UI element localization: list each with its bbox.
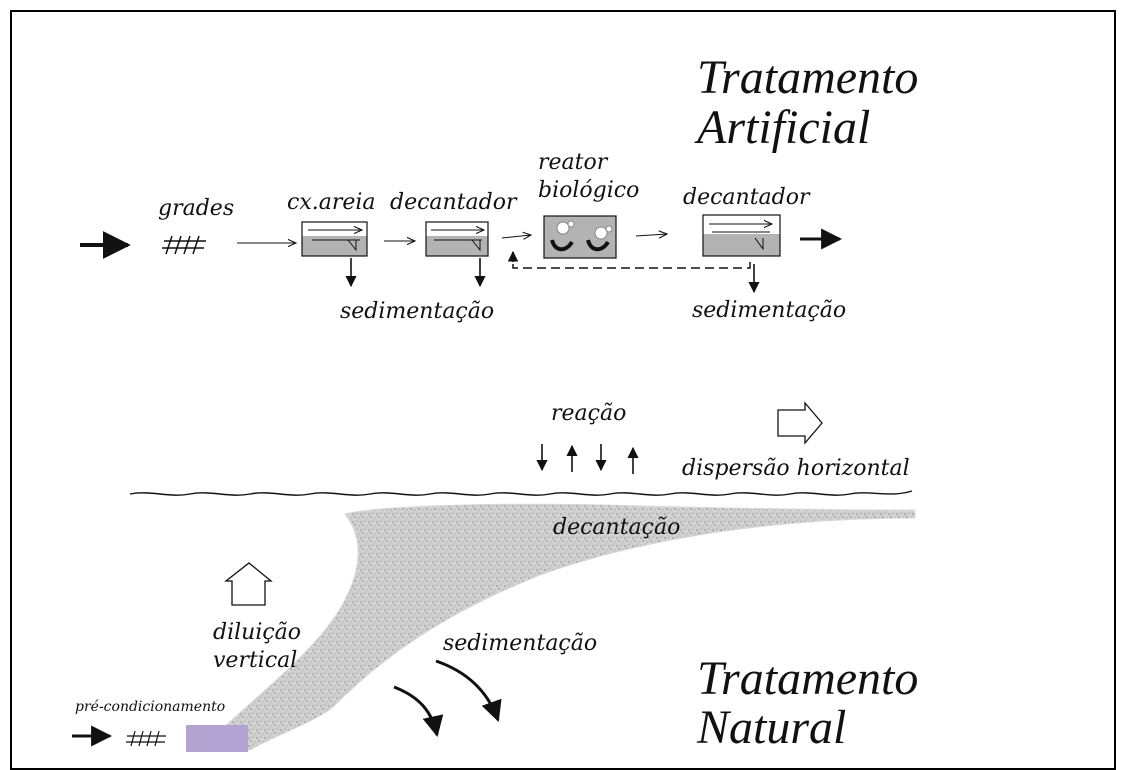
arrow-icon [393, 685, 444, 738]
decantador-label-2: decantador [683, 185, 810, 210]
artificial-title-line1: Tratamento [697, 51, 919, 104]
water-surface-line [129, 490, 913, 496]
arrow-icon [435, 659, 502, 722]
grade-screen-icon [126, 730, 166, 747]
primary-clarifier-tank [425, 221, 489, 257]
block-arrow-icon [224, 562, 273, 606]
outfall-pipe [186, 725, 248, 752]
sediment-plume [198, 503, 916, 751]
secondary-clarifier-tank [702, 214, 781, 257]
dispersao-label: dispersão horizontal [682, 456, 910, 481]
natural-title-line1: Tratamento [697, 652, 919, 705]
grit-chamber-tank [301, 221, 368, 257]
pre-condicionamento-label: pré-condicionamento [75, 699, 226, 715]
decantacao-label: decantação [553, 515, 681, 540]
reacao-label: reação [551, 401, 627, 426]
sludge-recycle-line [512, 252, 751, 269]
reator-label-line2: biológico [538, 178, 640, 203]
sedimentacao-label-3: sedimentação [443, 631, 598, 656]
grade-screen-icon [162, 235, 206, 255]
sedimentacao-label-2: sedimentação [692, 298, 847, 323]
block-arrow-icon [777, 401, 823, 445]
artificial-treatment-flow [80, 214, 843, 294]
arrow-icon [635, 234, 667, 236]
bubble-icon [594, 226, 608, 240]
decantador-label-1: decantador [390, 190, 517, 215]
reator-label-line1: reator [538, 150, 608, 175]
diagram-canvas [72, 214, 916, 752]
cx-areia-label: cx.areia [287, 190, 376, 215]
grades-label: grades [158, 196, 235, 221]
arrow-icon [501, 235, 531, 238]
diluicao-label-line2: vertical [213, 648, 298, 673]
bubble-icon [556, 221, 570, 235]
biological-reactor [543, 215, 617, 259]
diluicao-label-line1: diluição [213, 620, 302, 645]
natural-title-line2: Natural [697, 701, 847, 754]
artificial-title-line2: Artificial [697, 101, 871, 154]
natural-treatment-scene [72, 401, 916, 752]
sedimentacao-label-1: sedimentação [340, 299, 495, 324]
diagram-frame [10, 10, 1116, 770]
